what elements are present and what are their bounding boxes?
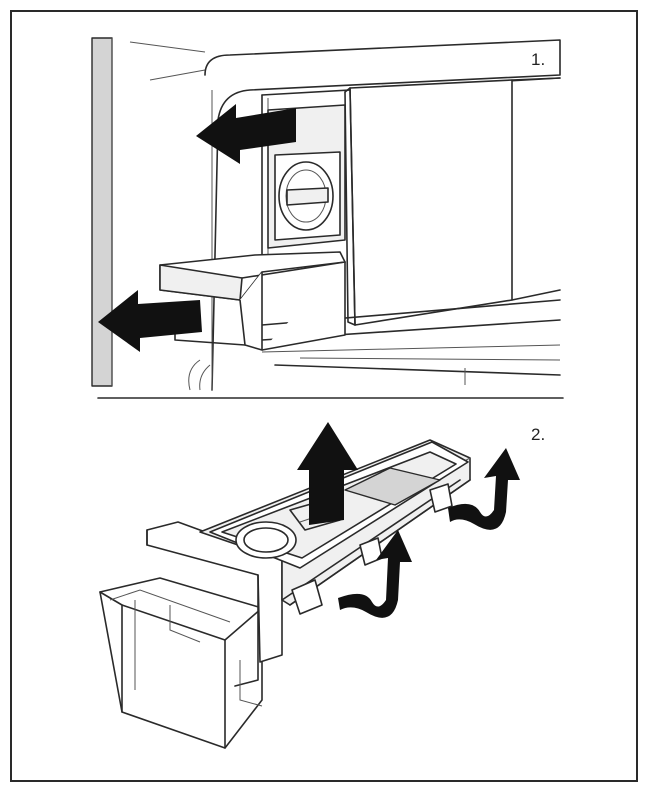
door-edge-post [91, 37, 113, 387]
panel-2-drawer-removal [99, 422, 520, 749]
pull-out-arrow-icon [196, 104, 296, 164]
step-label-1: 1. [528, 50, 549, 70]
curved-release-arrow-icon [448, 448, 520, 530]
lift-up-arrow-icon [297, 422, 358, 525]
drawer-front-panel [146, 521, 283, 663]
curved-release-arrow-icon [338, 530, 412, 618]
panel-1-freezer-compartment [91, 37, 561, 391]
sliding-cover-panel [349, 79, 513, 326]
side-bracket [291, 579, 323, 615]
side-bracket [429, 483, 453, 513]
step-label-2: 2. [528, 425, 549, 445]
compartment-frame [204, 39, 561, 391]
pull-out-arrow-icon [98, 290, 202, 352]
drawer-front-box [99, 577, 263, 749]
